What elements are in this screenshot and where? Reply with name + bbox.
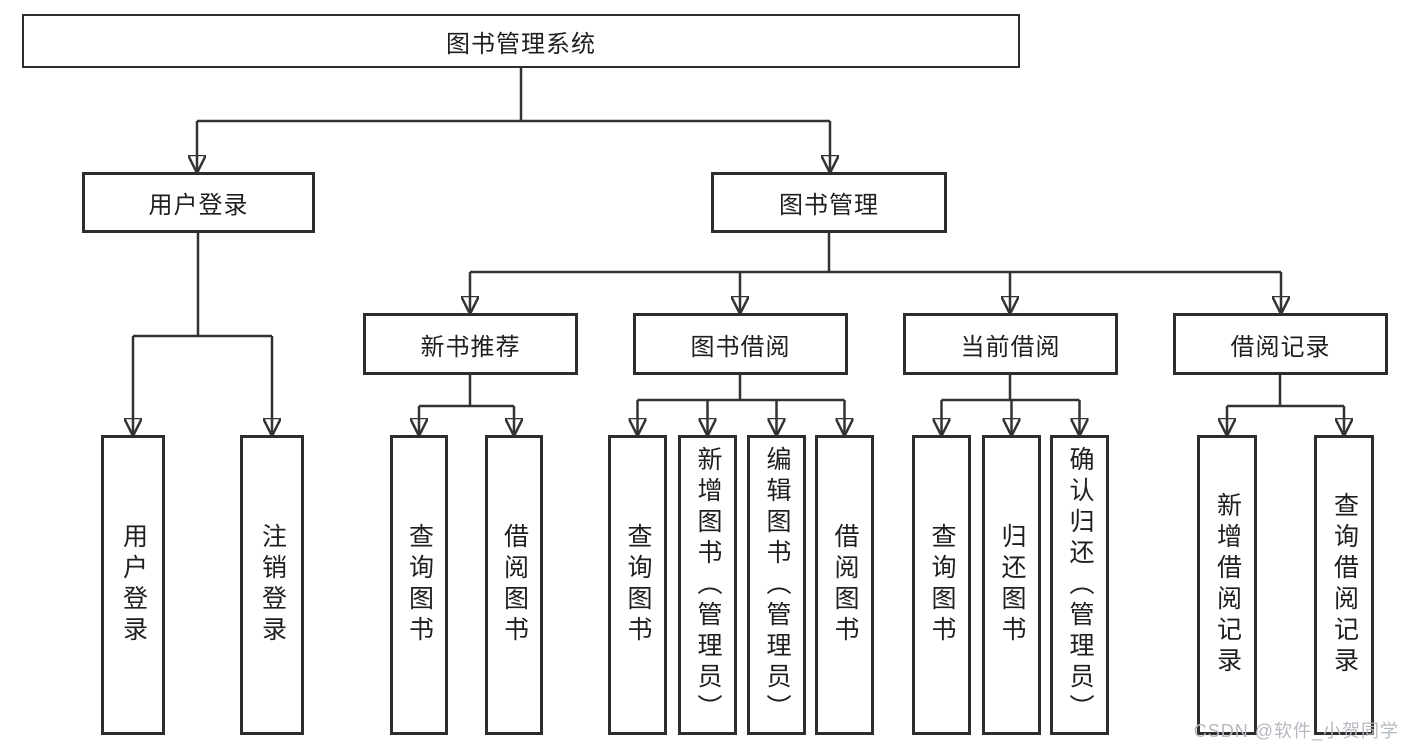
leaf-current-confirm-return-admin: 确认归还（管理员） (1050, 435, 1109, 735)
node-current-borrow-label: 当前借阅 (960, 333, 1061, 361)
leaf-user-login: 用户登录 (101, 435, 165, 735)
leaf-current-return-books: 归还图书 (982, 435, 1041, 735)
csdn-watermark: CSDN @软件_小贺同学 (1193, 721, 1399, 741)
leaf-newrec-borrow-books: 借阅图书 (485, 435, 543, 735)
leaf-records-add-record: 新增借阅记录 (1197, 435, 1257, 735)
leaf-borrow-borrow-books-label: 借阅图书 (831, 523, 859, 647)
leaf-current-confirm-return-admin-label: 确认归还（管理员） (1066, 445, 1094, 725)
node-book-borrow-label: 图书借阅 (690, 333, 791, 361)
node-borrow-records: 借阅记录 (1173, 313, 1388, 375)
node-user-login-label: 用户登录 (148, 192, 249, 219)
node-user-login-branch: 用户登录 (82, 172, 315, 233)
leaf-records-add-record-label: 新增借阅记录 (1213, 492, 1242, 678)
node-book-borrow: 图书借阅 (633, 313, 848, 375)
leaf-logout: 注销登录 (240, 435, 304, 735)
leaf-current-return-books-label: 归还图书 (998, 523, 1026, 647)
leaf-records-query-record-label: 查询借阅记录 (1330, 492, 1359, 678)
leaf-borrow-query-books-label: 查询图书 (624, 523, 652, 647)
leaf-borrow-borrow-books: 借阅图书 (815, 435, 874, 735)
leaf-borrow-add-books-admin: 新增图书（管理员） (678, 435, 737, 735)
leaf-newrec-borrow-books-label: 借阅图书 (500, 523, 529, 647)
leaf-borrow-edit-books-admin-label: 编辑图书（管理员） (763, 445, 791, 725)
leaf-borrow-edit-books-admin: 编辑图书（管理员） (747, 435, 806, 735)
leaf-newrec-query-books: 查询图书 (390, 435, 448, 735)
leaf-current-query-books: 查询图书 (912, 435, 971, 735)
node-new-book-recommend: 新书推荐 (363, 313, 578, 375)
node-current-borrow: 当前借阅 (903, 313, 1118, 375)
leaf-user-login-label: 用户登录 (119, 523, 148, 647)
node-root-library-system: 图书管理系统 (22, 14, 1020, 68)
leaf-borrow-query-books: 查询图书 (608, 435, 667, 735)
leaf-records-query-record: 查询借阅记录 (1314, 435, 1374, 735)
leaf-logout-label: 注销登录 (258, 523, 287, 647)
node-root-label: 图书管理系统 (446, 30, 596, 58)
node-borrow-records-label: 借阅记录 (1230, 333, 1331, 361)
leaf-newrec-query-books-label: 查询图书 (405, 523, 434, 647)
node-new-book-recommend-label: 新书推荐 (420, 333, 521, 361)
node-book-management-branch: 图书管理 (711, 172, 947, 233)
leaf-current-query-books-label: 查询图书 (928, 523, 956, 647)
leaf-borrow-add-books-admin-label: 新增图书（管理员） (694, 445, 722, 725)
node-book-management-label: 图书管理 (779, 192, 879, 219)
